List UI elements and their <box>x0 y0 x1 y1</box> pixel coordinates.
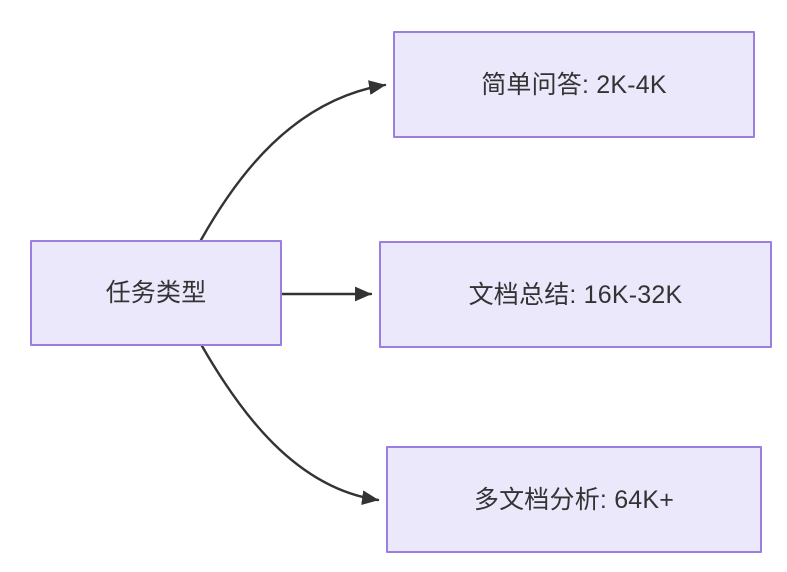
node-simple-qa-label: 简单问答: 2K-4K <box>481 70 667 99</box>
node-task-type-label: 任务类型 <box>105 279 207 307</box>
node-task-type[interactable]: 任务类型 <box>30 240 282 346</box>
node-doc-summary-label: 文档总结: 16K-32K <box>468 280 683 309</box>
edge-root-multi-doc <box>200 344 380 506</box>
node-multi-doc-analysis-label: 多文档分析: 64K+ <box>473 485 675 514</box>
edge-root-simple-qa <box>199 80 387 242</box>
node-doc-summary[interactable]: 文档总结: 16K-32K <box>379 241 772 348</box>
node-simple-qa[interactable]: 简单问答: 2K-4K <box>393 31 755 138</box>
node-multi-doc-analysis[interactable]: 多文档分析: 64K+ <box>386 446 762 553</box>
